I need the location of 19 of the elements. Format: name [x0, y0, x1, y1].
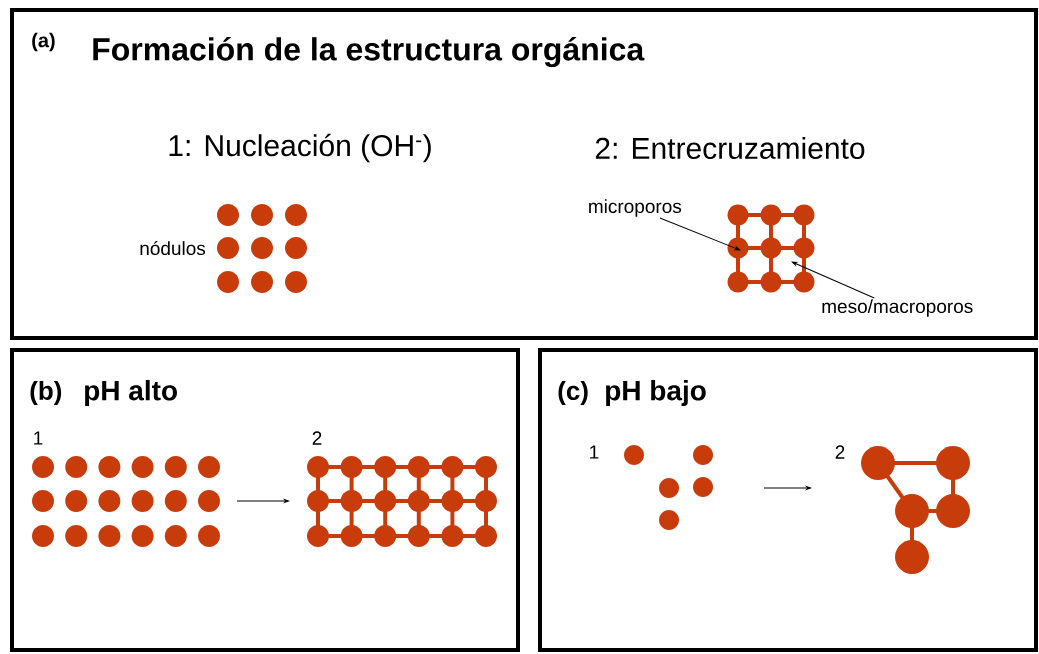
panel-heading: (a) [32, 32, 55, 52]
panel-heading: Formación de la estructura orgánica [93, 36, 645, 68]
panel-heading: pH alto [85, 379, 177, 407]
panel-heading: (b) [30, 380, 62, 406]
step-label: 1: Nucleación (OH$^{-}$) [169, 133, 431, 163]
leader-line [659, 217, 741, 251]
panel-heading: (c) [558, 380, 588, 406]
leader-line [791, 261, 875, 299]
step-label: 2 [835, 445, 845, 459]
step-label: 1 [590, 445, 599, 459]
pore-label: meso/macroporos [822, 299, 973, 317]
step-label: 2 [312, 431, 322, 445]
arrow [236, 499, 289, 503]
panel-heading: pH bajo [606, 379, 706, 407]
pore-label: microporos [589, 199, 682, 217]
step-label: nódulos [140, 240, 206, 256]
arrow [763, 486, 811, 490]
step-label: 1 [34, 431, 43, 445]
step-label: 2: Entrecruzamiento [595, 137, 865, 160]
